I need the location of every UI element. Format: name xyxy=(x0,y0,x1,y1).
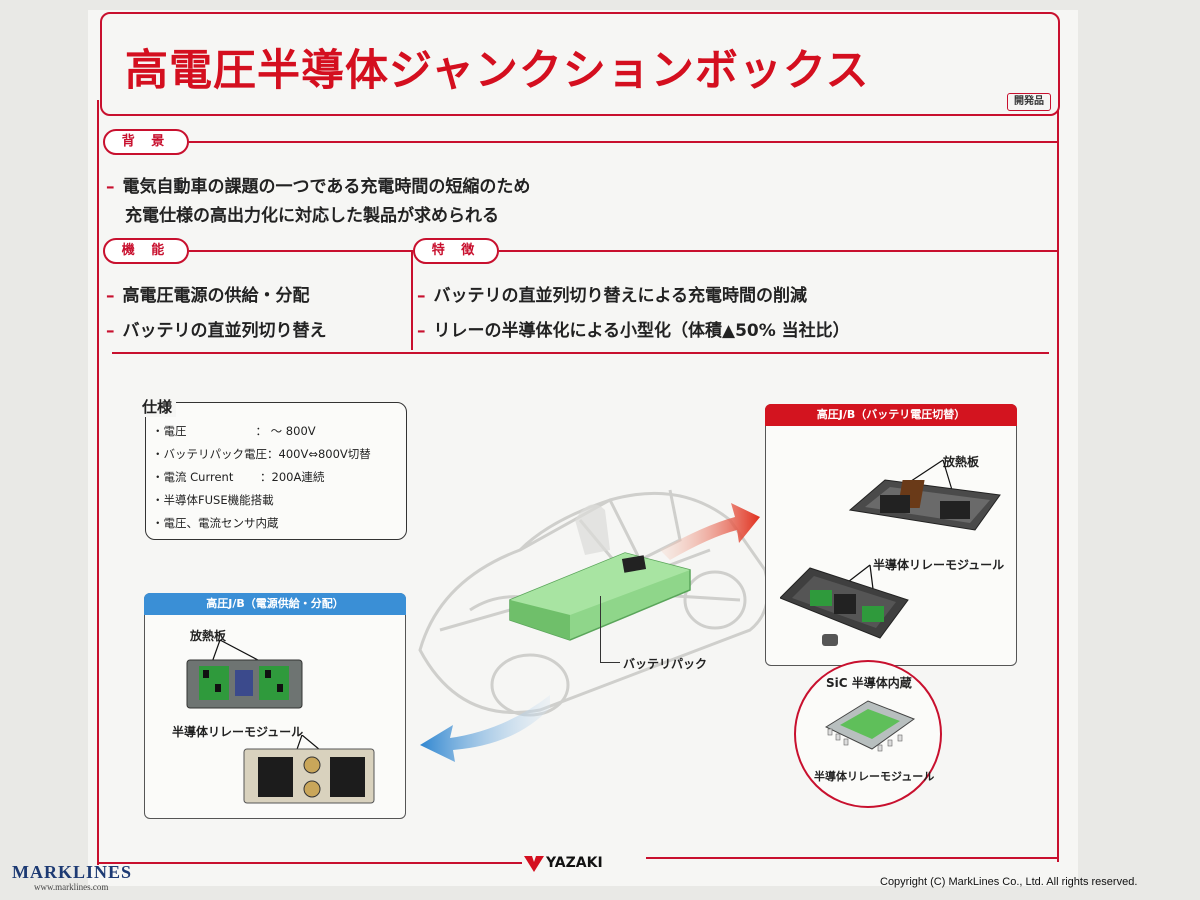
function-label: 機 能 xyxy=(103,238,189,264)
feature-label: 特 徴 xyxy=(413,238,499,264)
feature-divider xyxy=(499,250,1057,252)
spec-row: ・電圧、電流センサ内蔵 xyxy=(152,516,279,530)
jb-right-module-bottom xyxy=(780,564,909,646)
spec-row: ・半導体FUSE機能搭載 xyxy=(152,493,274,507)
background-text-line1: –電気自動車の課題の一つである充電時間の短縮のため xyxy=(106,177,531,197)
battery-pack-label: バッテリパック xyxy=(623,657,708,671)
yazaki-brand: YAZAKI xyxy=(546,855,603,871)
feature-item: –リレーの半導体化による小型化（体積▲50% 当社比） xyxy=(417,321,850,341)
background-divider xyxy=(189,141,1057,143)
frame-right-line xyxy=(1057,110,1059,862)
jb-right-module-top xyxy=(848,459,1001,531)
battery-leader-h xyxy=(600,662,620,663)
jb-left-module-bottom xyxy=(243,735,375,804)
jb-left-module-top xyxy=(186,640,303,709)
copyright-notice: Copyright (C) MarkLines Co., Ltd. All ri… xyxy=(880,876,1138,888)
sic-title: SiC 半導体内蔵 xyxy=(826,676,912,690)
background-label: 背 景 xyxy=(103,129,189,155)
frame-bottom-right-line xyxy=(646,857,1058,859)
background-text-line2: 充電仕様の高出力化に対応した製品が求められる xyxy=(125,206,499,226)
spec-box xyxy=(145,402,407,540)
jb-left-header: 高圧J/B（電源供給・分配） xyxy=(144,593,406,615)
section-divider-vertical xyxy=(411,250,413,350)
feature-item: –バッテリの直並列切り替えによる充電時間の削減 xyxy=(417,286,807,306)
function-item: –バッテリの直並列切り替え xyxy=(106,321,327,341)
jb-left-heat-sink-label: 放熱板 xyxy=(190,629,227,643)
yazaki-logo-mark xyxy=(524,856,544,872)
spec-row: ・電圧 ： ～ 800V xyxy=(152,424,316,438)
page-title: 高電圧半導体ジャンクションボックス xyxy=(125,46,870,96)
jb-right-relay-label: 半導体リレーモジュール xyxy=(873,558,1005,572)
jb-right-header: 高圧J/B（バッテリ電圧切替） xyxy=(765,404,1017,426)
spec-row: ・バッテリパック電圧：400V⇔800V切替 xyxy=(152,447,371,461)
sic-module-label: 半導体リレーモジュール xyxy=(814,770,935,783)
sic-module-graphic xyxy=(824,700,916,752)
jb-left-relay-label: 半導体リレーモジュール xyxy=(172,725,304,739)
spec-row: ・電流 Current ：200A連続 xyxy=(152,470,325,484)
arrow-left-blue xyxy=(420,695,550,762)
marklines-logo: MARKLINES xyxy=(12,862,133,882)
arrow-right-red xyxy=(660,503,760,560)
battery-leader-v xyxy=(600,596,601,662)
frame-bottom-left-line xyxy=(97,862,522,864)
car-illustration xyxy=(418,489,770,717)
function-item: –高電圧電源の供給・分配 xyxy=(106,286,310,306)
frame-left-line xyxy=(97,100,99,865)
title-frame xyxy=(100,12,1060,116)
content-divider xyxy=(112,352,1049,354)
function-divider xyxy=(189,250,411,252)
marklines-url: www.marklines.com xyxy=(34,882,109,892)
spec-title: 仕様 xyxy=(138,396,177,417)
development-badge: 開発品 xyxy=(1007,93,1051,111)
jb-right-heat-sink-label: 放熱板 xyxy=(943,455,980,469)
